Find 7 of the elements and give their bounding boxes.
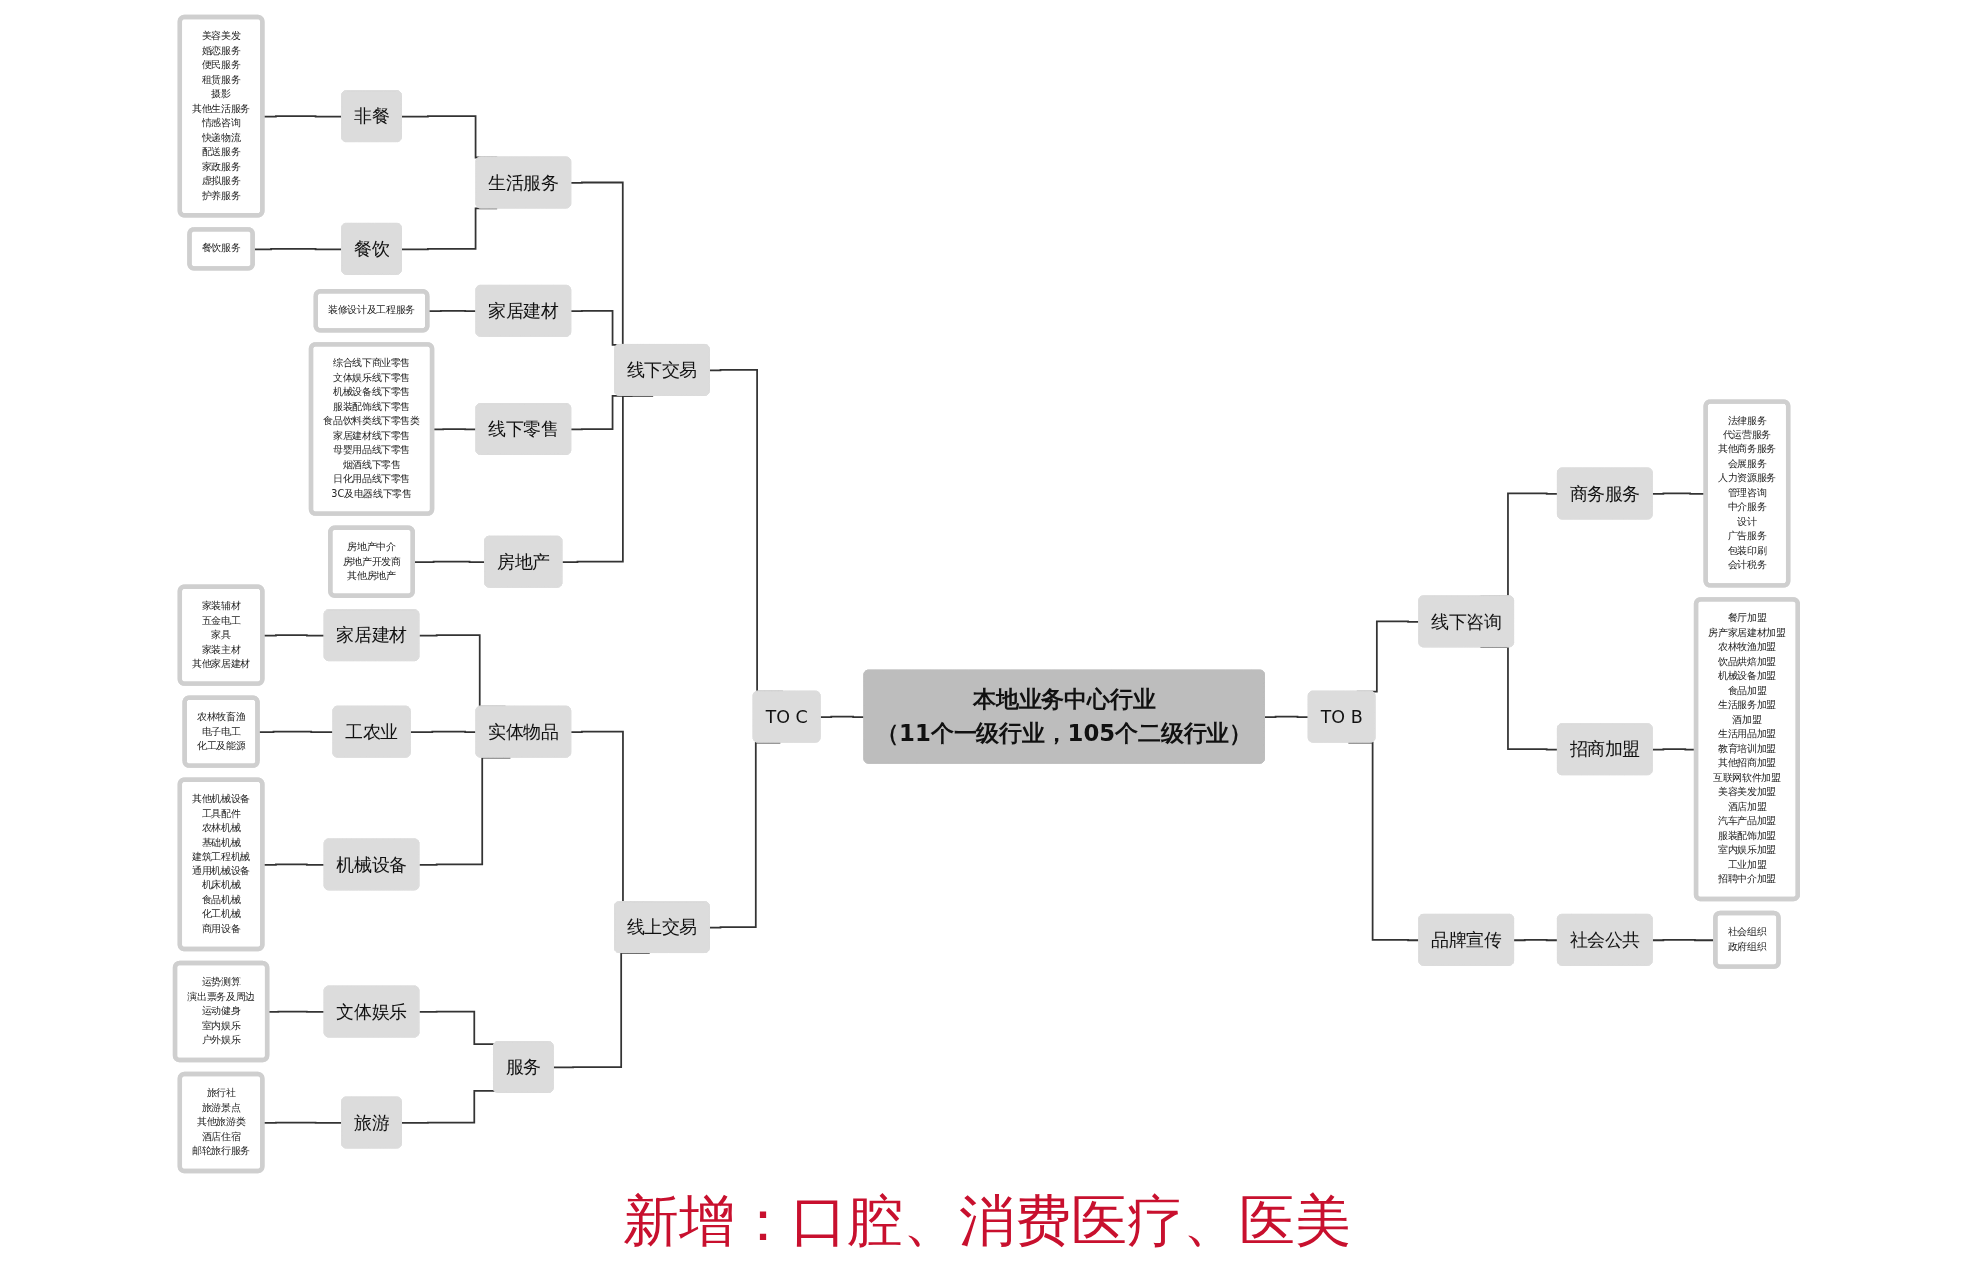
connector <box>401 1089 496 1124</box>
connector <box>1264 715 1310 718</box>
note-text: 新增：口腔、消费医疗、医美 <box>622 1187 1351 1255</box>
connector <box>1513 938 1559 942</box>
connector <box>418 1010 496 1045</box>
connector <box>409 730 478 733</box>
connector <box>819 715 866 718</box>
